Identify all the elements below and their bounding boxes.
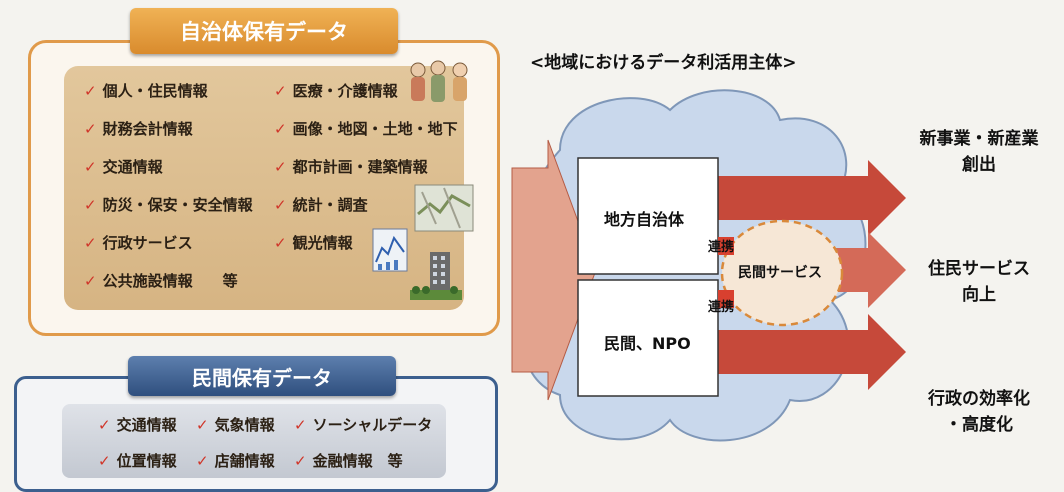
check-icon: ✓ — [84, 271, 97, 290]
check-icon: ✓ — [84, 81, 97, 100]
muni-item-map: ✓画像・地図・土地・地下 — [274, 119, 458, 139]
priv-item-social: ✓ソーシャルデータ — [294, 415, 433, 435]
cooperation-marker-top — [718, 237, 734, 255]
check-icon: ✓ — [294, 451, 307, 470]
people-illustration-icon — [410, 60, 468, 102]
output-arrow-2 — [820, 232, 906, 308]
box-municipality-label: 地方自治体 — [604, 210, 685, 229]
muni-item-medical: ✓医療・介護情報 — [274, 81, 398, 101]
muni-item-tourism: ✓観光情報 — [274, 233, 353, 253]
box-municipality — [577, 157, 719, 275]
cooperation-marker-bottom — [718, 290, 734, 308]
check-icon: ✓ — [84, 195, 97, 214]
output-arrow-1 — [715, 160, 906, 236]
muni-item-admin-service: ✓行政サービス — [84, 233, 193, 253]
check-icon: ✓ — [98, 415, 111, 434]
check-icon: ✓ — [294, 415, 307, 434]
private-data-title: 民間保有データ — [128, 356, 396, 396]
line-chart-icon — [372, 228, 408, 272]
check-icon: ✓ — [98, 451, 111, 470]
building-icon — [410, 252, 462, 300]
priv-item-weather: ✓気象情報 — [196, 415, 275, 435]
priv-item-location: ✓位置情報 — [98, 451, 177, 471]
muni-item-statistics: ✓統計・調査 — [274, 195, 368, 215]
private-service-label: 民間サービス — [738, 265, 822, 281]
check-icon: ✓ — [84, 119, 97, 138]
muni-item-disaster: ✓防災・保安・安全情報 — [84, 195, 253, 215]
check-icon: ✓ — [196, 415, 209, 434]
map-illustration-icon — [414, 184, 474, 232]
muni-item-public-facility: ✓公共施設情報 等 — [84, 271, 238, 291]
box-private — [577, 279, 719, 397]
cooperation-label-top: 連携 — [708, 240, 735, 255]
outcome-admin-efficiency: 行政の効率化 ・高度化 — [928, 389, 1030, 435]
priv-item-finance: ✓金融情報 等 — [294, 451, 403, 471]
cooperation-label-bottom: 連携 — [708, 300, 735, 315]
outcome-resident-service: 住民サービス 向上 — [928, 259, 1030, 305]
muni-item-personal: ✓個人・住民情報 — [84, 81, 208, 101]
check-icon: ✓ — [274, 157, 287, 176]
outcome-new-business: 新事業・新産業 創出 — [919, 129, 1039, 175]
check-icon: ✓ — [84, 233, 97, 252]
check-icon: ✓ — [274, 119, 287, 138]
muni-item-urban-planning: ✓都市計画・建築情報 — [274, 157, 428, 177]
check-icon: ✓ — [274, 233, 287, 252]
input-arrow — [511, 139, 597, 401]
muni-item-traffic: ✓交通情報 — [84, 157, 163, 177]
municipal-data-title: 自治体保有データ — [130, 8, 398, 54]
diagram-title: <地域におけるデータ利活用主体> — [530, 53, 797, 73]
muni-item-finance: ✓財務会計情報 — [84, 119, 193, 139]
check-icon: ✓ — [274, 81, 287, 100]
check-icon: ✓ — [274, 195, 287, 214]
private-service-ellipse — [720, 219, 844, 327]
output-arrow-3 — [715, 314, 906, 390]
check-icon: ✓ — [196, 451, 209, 470]
priv-item-traffic: ✓交通情報 — [98, 415, 177, 435]
priv-item-store: ✓店舗情報 — [196, 451, 275, 471]
utilization-diagram — [511, 89, 906, 442]
private-data-list-bg — [62, 404, 446, 478]
box-private-label: 民間、NPO — [604, 334, 691, 353]
check-icon: ✓ — [84, 157, 97, 176]
